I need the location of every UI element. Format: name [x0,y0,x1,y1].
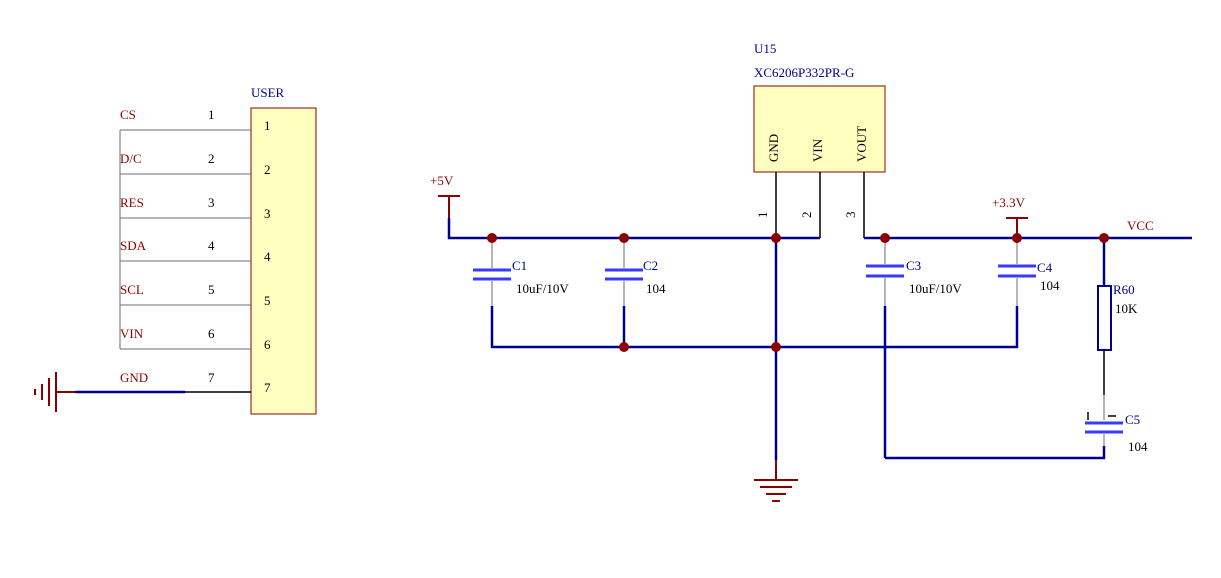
svg-text:SCL: SCL [120,282,144,297]
connector-pin-3: RES 3 3 [120,195,271,221]
svg-text:7: 7 [208,370,215,385]
svg-text:10uF/10V: 10uF/10V [516,281,569,296]
capacitor-c3: C3 10uF/10V [866,238,962,306]
svg-text:6: 6 [264,337,271,352]
svg-text:C4: C4 [1037,260,1053,275]
power-port-3v3: +3.3V [992,195,1028,238]
regulator-part: XC6206P332PR-G [754,65,854,80]
capacitor-c4: C4 104 [998,238,1060,306]
svg-text:D/C: D/C [120,151,142,166]
capacitor-c2: C2 104 [605,238,666,306]
svg-text:C2: C2 [643,258,658,273]
regulator-pin-vin: VIN [810,138,825,162]
connector-body [250,107,317,415]
regulator-pin-gnd: GND [766,134,781,162]
wire-c5-bottom [885,446,1106,460]
wire-gnd-bus [490,306,1019,349]
svg-text:R60: R60 [1113,282,1135,297]
svg-text:C3: C3 [906,258,921,273]
svg-text:RES: RES [120,195,144,210]
svg-text:1: 1 [208,107,215,122]
svg-text:2: 2 [208,151,215,166]
regulator-pin-vout: VOUT [854,126,869,162]
ground-icon [34,372,75,412]
svg-text:5: 5 [264,293,271,308]
regulator-pin-num-3: 3 [843,212,858,219]
connector-pin-2: D/C 2 2 [120,151,271,177]
svg-text:2: 2 [264,162,271,177]
svg-text:10K: 10K [1115,301,1138,316]
capacitor-c1: C1 10uF/10V [473,238,569,306]
capacitor-c5: C5 104 [1085,412,1148,454]
svg-text:3: 3 [264,206,271,221]
svg-text:4: 4 [208,238,215,253]
connector-pin-1: CS 1 1 [120,107,271,133]
svg-text:104: 104 [646,281,666,296]
connector-title: USER [251,85,285,100]
regulator-body [753,85,886,173]
regulator-pin-num-2: 2 [799,212,814,219]
svg-text:104: 104 [1128,439,1148,454]
resistor-r60: R60 10K [1097,282,1138,351]
svg-text:104: 104 [1040,278,1060,293]
svg-text:+5V: +5V [430,173,454,188]
svg-text:4: 4 [264,249,271,264]
junction-dots [487,233,1109,352]
svg-text:C5: C5 [1125,412,1140,427]
svg-text:3: 3 [208,195,215,210]
regulator-pin-num-1: 1 [755,212,770,219]
ground-bottom-icon [754,460,798,502]
svg-text:1: 1 [264,118,271,133]
connector-pin-5: SCL 5 5 [120,282,271,308]
svg-text:10uF/10V: 10uF/10V [909,281,962,296]
svg-text:+3.3V: +3.3V [992,195,1026,210]
svg-text:C1: C1 [512,258,527,273]
svg-text:CS: CS [120,107,136,122]
regulator-ref: U15 [754,41,776,56]
svg-text:SDA: SDA [120,238,147,253]
svg-text:GND: GND [120,370,148,385]
power-port-5v: +5V [430,173,460,218]
svg-text:5: 5 [208,282,215,297]
connector-pin-7: GND 7 7 [75,370,271,395]
svg-text:6: 6 [208,326,215,341]
svg-text:VIN: VIN [120,326,144,341]
wire-5v [447,218,820,240]
connector-pin-4: SDA 4 4 [120,238,271,264]
svg-text:7: 7 [264,380,271,395]
net-label-vcc: VCC [1127,218,1154,233]
connector-pin-6: VIN 6 6 [120,326,271,352]
